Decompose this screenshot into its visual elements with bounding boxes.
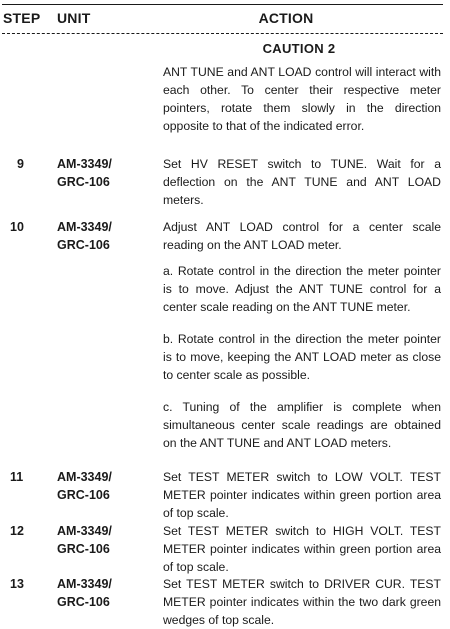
unit-cell: AM-3349/ GRC-106 [57, 524, 112, 556]
caution-text: ANT TUNE and ANT LOAD control will inter… [163, 65, 441, 133]
step-number: 9 [17, 157, 24, 171]
column-header-step: STEP [3, 10, 41, 26]
step-number: 10 [10, 220, 24, 234]
action-text: Set TEST METER switch to LOW VOLT. TEST … [163, 470, 441, 520]
action-substep-b: b. Rotate control in the direction the m… [163, 332, 441, 382]
unit-cell: AM-3349/ GRC-106 [57, 220, 112, 252]
action-text: Set HV RESET switch to TUNE. Wait for a … [163, 157, 441, 207]
top-rule [2, 4, 443, 5]
unit-cell: AM-3349/ GRC-106 [57, 577, 112, 609]
step-number: 11 [10, 470, 24, 484]
step-number: 12 [10, 524, 24, 538]
action-text: Set TEST METER switch to HIGH VOLT. TEST… [163, 524, 441, 574]
action-substep-c: c. Tuning of the amplifier is complete w… [163, 400, 441, 450]
header-rule [2, 33, 443, 34]
step-number: 13 [10, 577, 24, 591]
unit-cell: AM-3349/ GRC-106 [57, 157, 112, 189]
column-header-action: ACTION [258, 10, 314, 26]
action-substep-a: a. Rotate control in the direction the m… [163, 264, 441, 314]
unit-cell: AM-3349/ GRC-106 [57, 470, 112, 502]
action-text: Set TEST METER switch to DRIVER CUR. TES… [163, 577, 441, 627]
action-text: Adjust ANT LOAD control for a center sca… [163, 220, 441, 252]
caution-title: CAUTION 2 [262, 41, 336, 56]
column-header-unit: UNIT [57, 10, 91, 26]
